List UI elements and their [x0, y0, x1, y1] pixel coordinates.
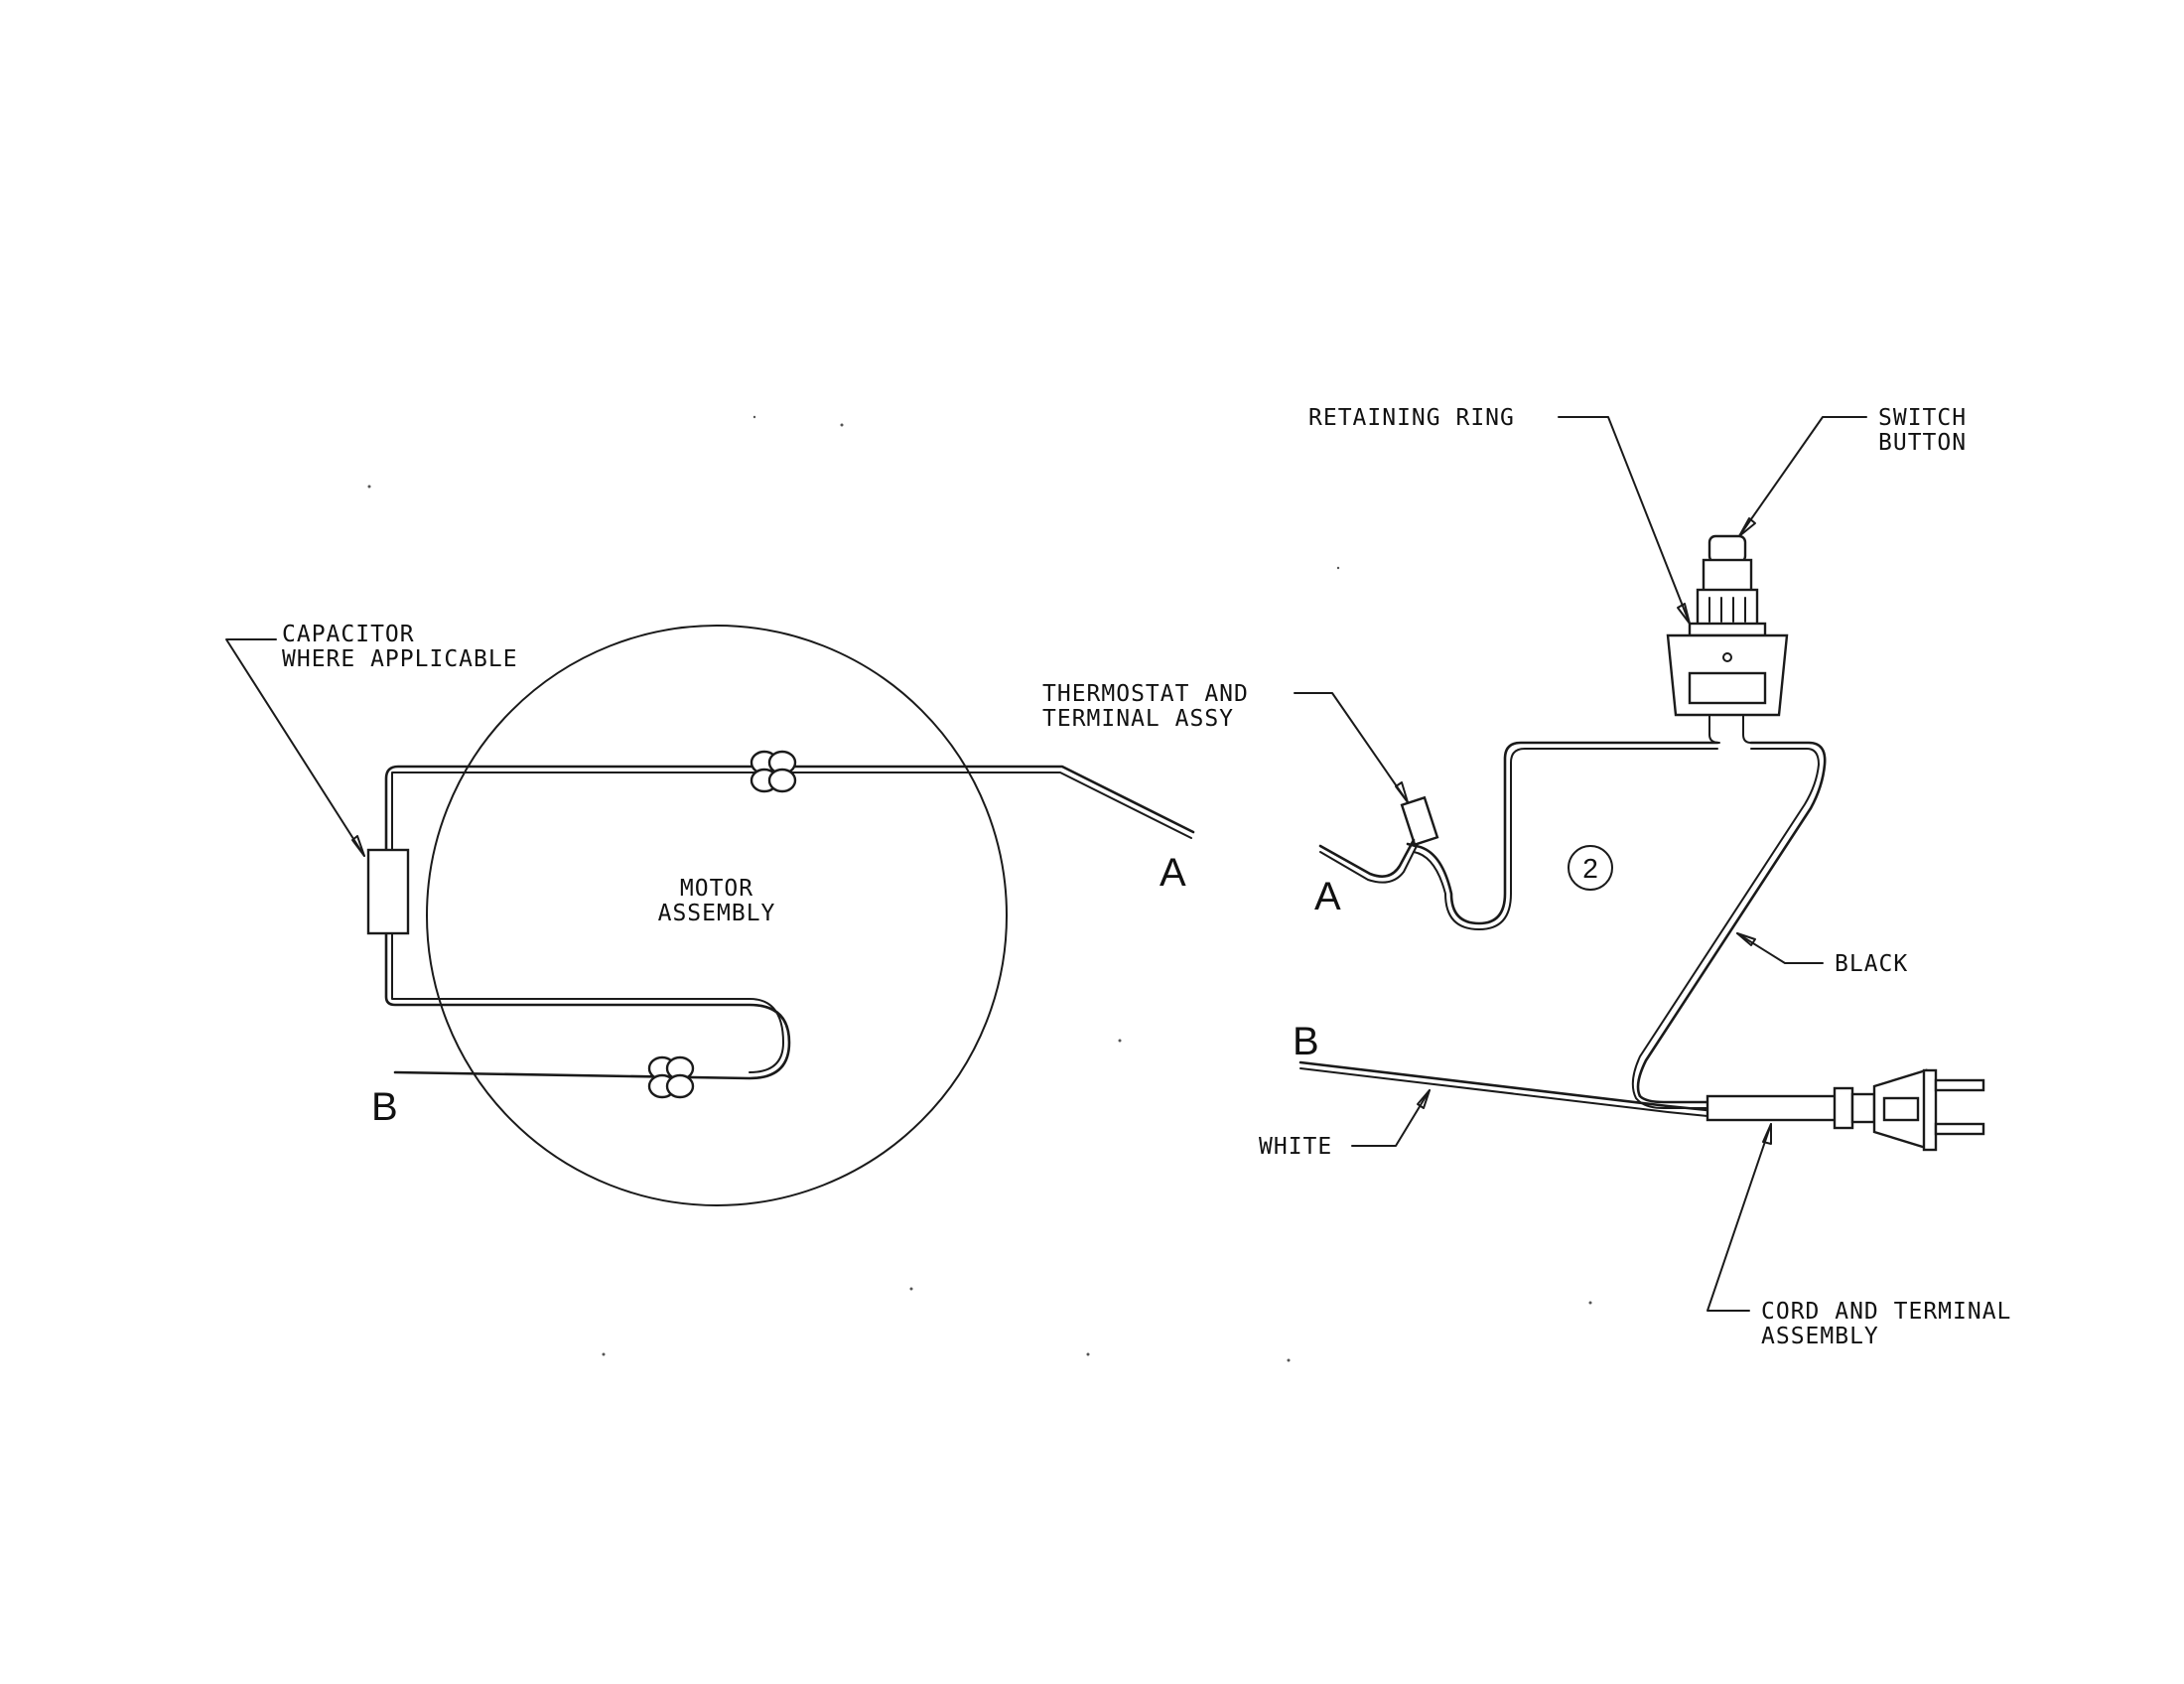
motor-label-line2: ASSEMBLY: [658, 901, 776, 926]
black-arrowhead: [1736, 932, 1756, 946]
switch-button-leader: [1738, 416, 1867, 537]
thermostat: [1400, 795, 1439, 847]
switch-label-line2: BUTTON: [1878, 430, 1967, 456]
motor-label-line1: MOTOR: [680, 876, 753, 902]
white-wire: [1298, 1060, 1709, 1112]
white-wire-shadow: [1299, 1067, 1708, 1117]
thermostat-leader: [1294, 692, 1409, 803]
power-cord: [1706, 1094, 1839, 1122]
thermostat-label-line1: THERMOSTAT AND: [1042, 681, 1249, 707]
cord-arrowhead: [1762, 1123, 1772, 1145]
thermostat-arrowhead: [1395, 781, 1409, 803]
capacitor-arrowhead: [351, 835, 365, 857]
wire-nut-bottom: [647, 1055, 695, 1099]
capacitor: [366, 848, 410, 935]
capacitor-label-line2: WHERE APPLICABLE: [282, 646, 518, 672]
switch-terminal-right: [1742, 714, 1752, 744]
retaining-ring-arrowhead: [1677, 603, 1691, 625]
white-arrowhead: [1417, 1089, 1431, 1109]
white-leader: [1351, 1089, 1431, 1147]
switch-wire-to-thermostat-shadow: [1413, 748, 1718, 930]
thermostat-lead-to-a: [1318, 838, 1416, 878]
right-terminal-b: B: [1293, 1020, 1319, 1063]
cord-leader: [1706, 1123, 1772, 1312]
retaining-ring-leader: [1558, 416, 1691, 625]
left-terminal-a: A: [1160, 851, 1186, 895]
retaining-ring: [1688, 622, 1767, 637]
scan-speckles: [367, 415, 1592, 1362]
motor-wire-to-a-shadow: [391, 772, 1192, 851]
motor-housing-circle: [426, 625, 1008, 1206]
capacitor-label-line1: CAPACITOR: [282, 622, 415, 647]
cord-label-line2: ASSEMBLY: [1761, 1324, 1879, 1349]
switch-label-line1: SWITCH: [1878, 405, 1967, 431]
cord-label-line1: CORD AND TERMINAL: [1761, 1299, 2011, 1325]
black-wire: [1636, 741, 1827, 1104]
black-wire-label: BLACK: [1835, 951, 1908, 977]
callout-circle: [1568, 845, 1613, 891]
thermostat-lead-to-a-shadow: [1319, 843, 1419, 884]
black-wire-shadow: [1631, 748, 1820, 1109]
motor-wire-to-b-shadow: [391, 932, 784, 1073]
motor-wire-to-a: [384, 765, 1195, 852]
wire-nut-top: [750, 750, 797, 793]
right-terminal-a: A: [1314, 875, 1341, 918]
retaining-ring-label: RETAINING RING: [1308, 405, 1515, 431]
callout-number: 2: [1582, 853, 1598, 884]
thermostat-label-line2: TERMINAL ASSY: [1042, 706, 1234, 732]
left-terminal-b: B: [371, 1085, 398, 1129]
motor-assembly: [426, 625, 1008, 1206]
switch-terminal-left: [1708, 714, 1720, 744]
switch-wire-to-thermostat: [1406, 741, 1719, 925]
power-plug: [1833, 1068, 1985, 1152]
switch-body: [1666, 633, 1789, 717]
switch-button-arrowhead: [1738, 517, 1756, 537]
switch-button: [1696, 534, 1759, 628]
motor-wire-to-b: [384, 931, 791, 1080]
white-wire-label: WHITE: [1259, 1134, 1332, 1160]
capacitor-leader: [225, 638, 365, 857]
